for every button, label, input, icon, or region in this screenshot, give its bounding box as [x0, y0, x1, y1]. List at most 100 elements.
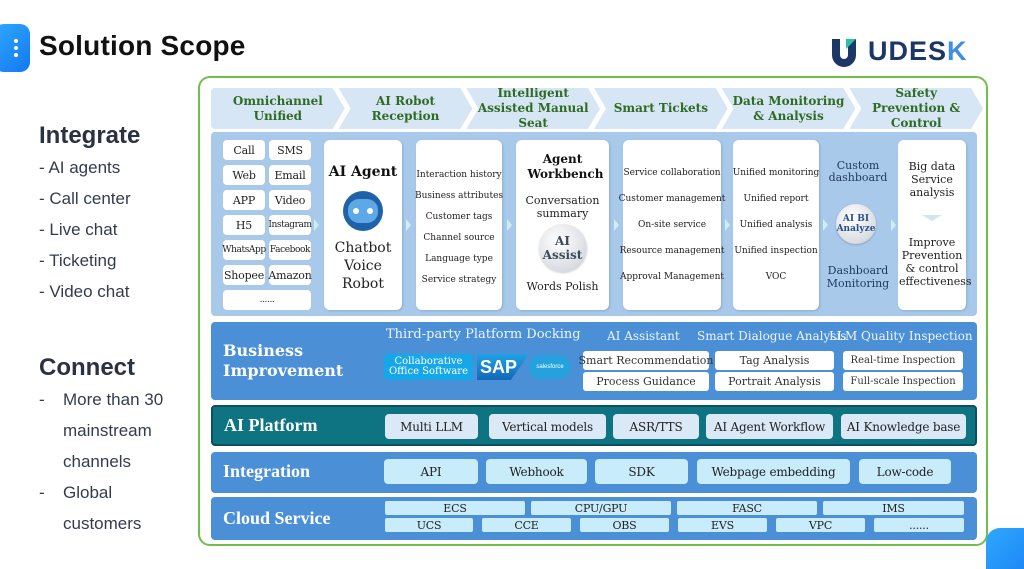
- connect-section: Connect - More than 30 mainstream channe…: [39, 354, 163, 539]
- connect-item-text: More than 30 mainstream channels: [63, 384, 163, 477]
- connect-item-text: Global customers: [63, 477, 141, 539]
- business-improvement-band: Business Improvement Third-party Platfor…: [211, 322, 977, 400]
- ai-agent-title: AI Agent: [328, 164, 398, 180]
- safety-bottom: Improve Prevention & control effectivene…: [899, 236, 972, 288]
- ai-platform-item: AI Agent Workflow: [706, 414, 833, 439]
- monitoring-item: Unified monitoring: [732, 168, 820, 178]
- channel-chip: Call: [223, 140, 265, 160]
- arrow-right-icon: [891, 219, 896, 231]
- ai-agent-card: AI Agent Chatbot Voice Robot: [324, 140, 402, 310]
- cloud-item: ......: [874, 518, 964, 532]
- fullscale-inspection-pill: Full-scale Inspection: [843, 372, 963, 391]
- ai-platform-band: AI Platform Multi LLM Vertical models AS…: [211, 405, 977, 446]
- salesforce-logo: salesforce: [529, 355, 571, 379]
- bi-top-label: Custom dashboard: [828, 159, 888, 184]
- integration-item: API: [384, 459, 478, 484]
- integrate-item: - AI agents: [39, 158, 121, 177]
- brand-name: UDESK: [868, 36, 968, 67]
- dialogue-heading: Smart Dialogue Analysis: [697, 329, 847, 343]
- ball-label: Analyze: [836, 224, 876, 234]
- stage-bar: Omnichannel Unified AI Robot Reception I…: [211, 88, 977, 129]
- menu-button[interactable]: [0, 24, 30, 72]
- tag-analysis-pill: Tag Analysis: [715, 351, 834, 370]
- connect-line: customers: [63, 514, 142, 533]
- customer-info-item: Service strategy: [421, 275, 497, 285]
- business-title-line: Improvement: [223, 361, 344, 380]
- brand-text: UDES: [868, 36, 948, 66]
- integrate-item: - Ticketing: [39, 251, 117, 270]
- channel-chip: Email: [269, 165, 311, 185]
- channel-chip: SMS: [269, 140, 311, 160]
- cloud-item: CPU/GPU: [531, 501, 671, 515]
- bi-bottom-line: Monitoring: [826, 277, 890, 290]
- corner-badge: [986, 528, 1024, 569]
- cloud-item: IMS: [823, 501, 964, 515]
- ai-agent-line: Voice: [344, 258, 382, 274]
- arrow-right-icon: [614, 219, 619, 231]
- cloud-item: UCS: [385, 518, 473, 532]
- monitoring-item: Unified analysis: [739, 220, 813, 230]
- monitoring-item: VOC: [765, 272, 787, 282]
- ai-platform-item: Vertical models: [489, 414, 606, 439]
- robot-icon: [343, 191, 383, 231]
- stage-smart-tickets: Smart Tickets: [594, 88, 728, 129]
- arrow-right-icon: [507, 219, 512, 231]
- integration-item: SDK: [595, 459, 688, 484]
- integrate-heading: Integrate: [39, 122, 141, 149]
- workbench-summary: Conversation summary: [525, 194, 600, 220]
- ticket-item: On-site service: [637, 220, 707, 230]
- ai-platform-item: ASR/TTS: [613, 414, 699, 439]
- ai-assist-icon: AI Assist: [538, 224, 587, 272]
- bi-bottom-line: Dashboard: [827, 264, 889, 277]
- realtime-inspection-pill: Real-time Inspection: [843, 351, 963, 370]
- ai-platform-item: AI Knowledge base: [841, 414, 966, 439]
- ai-agent-line: Robot: [342, 276, 384, 292]
- integration-title: Integration: [223, 461, 310, 481]
- customer-info-item: Interaction history: [416, 170, 502, 180]
- bi-bottom-label: Dashboard Monitoring: [823, 264, 893, 290]
- stage-safety: Safety Prevention & Control: [849, 88, 983, 129]
- cloud-item: EVS: [678, 518, 767, 532]
- customer-info-item: Customer tags: [425, 212, 493, 222]
- ticket-item: Resource management: [619, 246, 725, 256]
- cloud-item: ECS: [385, 501, 525, 515]
- monitoring-item: Unified inspection: [734, 246, 818, 256]
- sap-logo: SAP: [477, 354, 529, 380]
- customer-info-item: Language type: [425, 254, 493, 264]
- bullet-dash: -: [39, 483, 45, 502]
- ball-label: AI: [555, 234, 570, 248]
- workbench-title: Agent Workbench: [527, 152, 604, 181]
- customer-info-item: Business attributes: [414, 191, 504, 201]
- stage-omnichannel: Omnichannel Unified: [211, 88, 345, 129]
- channel-chip: Video: [269, 190, 311, 210]
- monitoring-item: Unified report: [743, 194, 809, 204]
- channel-chip: Shopee: [223, 265, 265, 285]
- brand-text-k: K: [947, 36, 968, 66]
- monitoring-card: Unified monitoring Unified report Unifie…: [733, 140, 819, 310]
- more-vertical-icon: [14, 39, 18, 57]
- channel-chip: WhatsApp: [222, 240, 266, 260]
- ticket-item: Approval Management: [619, 272, 725, 282]
- cloud-item: OBS: [580, 518, 669, 532]
- cloud-service-title: Cloud Service: [223, 508, 331, 528]
- connect-heading: Connect: [39, 354, 135, 381]
- cloud-item: VPC: [776, 518, 865, 532]
- customer-info-card: Interaction history Business attributes …: [414, 140, 504, 310]
- workbench-polish: Words Polish: [526, 280, 599, 293]
- docking-heading: Third-party Platform Docking: [386, 327, 581, 342]
- integration-item: Webpage embedding: [697, 459, 850, 484]
- ai-platform-title: AI Platform: [224, 415, 318, 435]
- cloud-item: CCE: [482, 518, 571, 532]
- page-title: Solution Scope: [39, 30, 246, 61]
- ai-agent-line: Chatbot: [334, 240, 392, 256]
- process-guidance-pill: Process Guidance: [583, 372, 709, 391]
- integration-item: Low-code: [859, 459, 951, 484]
- integration-item: Webhook: [486, 459, 587, 484]
- collaborative-office-badge: Collaborative Office Software: [384, 354, 473, 380]
- ai-platform-item: Multi LLM: [385, 414, 478, 439]
- ai-assistant-heading: AI Assistant: [607, 329, 680, 343]
- integrate-section: Integrate - AI agents - Call center - Li…: [39, 122, 140, 307]
- ball-label: Assist: [542, 248, 583, 262]
- tickets-card: Service collaboration Customer managemen…: [619, 140, 725, 310]
- stage-data-monitoring: Data Monitoring & Analysis: [722, 88, 856, 129]
